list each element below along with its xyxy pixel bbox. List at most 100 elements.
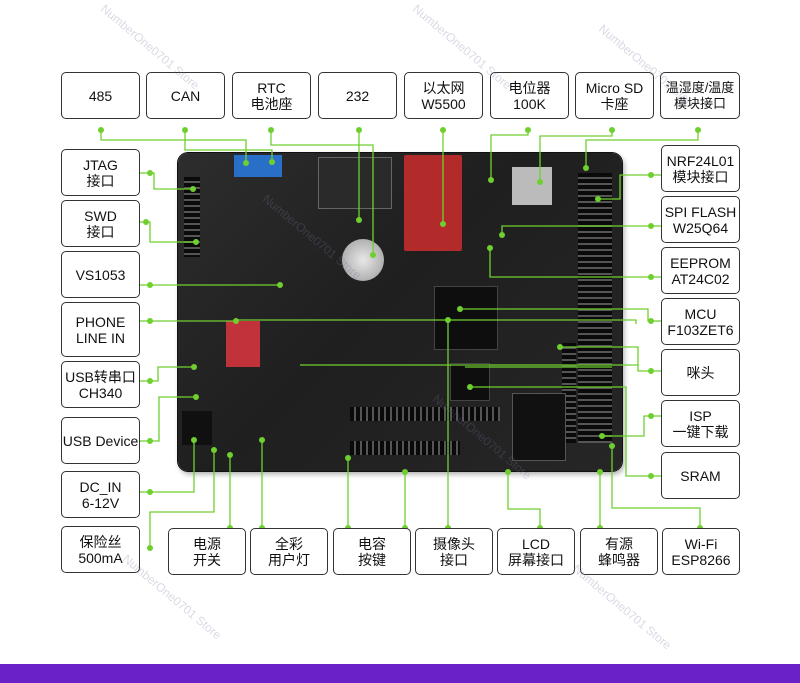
label-spi-flash-line2: W25Q64: [672, 219, 729, 236]
lcd-header: [350, 441, 460, 455]
label-wifi-line2: ESP8266: [671, 551, 731, 568]
label-camera: 摄像头 接口: [415, 528, 493, 575]
label-buzzer: 有源 蜂鸣器: [580, 528, 658, 575]
label-mcu-line1: MCU: [684, 305, 717, 322]
label-eeprom: EEPROM AT24C02: [661, 247, 740, 294]
label-dc-in-line2: 6-12V: [81, 494, 120, 511]
label-mcu-line2: F103ZET6: [667, 321, 734, 338]
label-camera-line1: 摄像头: [433, 535, 475, 552]
label-power-switch-line1: 电源: [193, 535, 221, 552]
label-485-line1: 485: [88, 87, 113, 104]
label-dc-in: DC_IN 6-12V: [61, 471, 140, 518]
pcb-board: [178, 153, 622, 471]
label-potentiometer-line1: 电位器: [508, 79, 551, 96]
label-phone-line-in-line1: PHONE: [75, 313, 126, 330]
label-ethernet-line1: 以太网: [422, 79, 465, 96]
label-fuse: 保险丝 500mA: [61, 526, 140, 573]
usb-serial-chip: [226, 321, 260, 367]
label-microsd-line2: 卡座: [600, 95, 629, 112]
label-buzzer-line2: 蜂鸣器: [598, 551, 640, 568]
label-usb-serial: USB转串口 CH340: [61, 361, 140, 408]
label-rtc-line1: RTC: [257, 79, 286, 96]
label-rgb-led: 全彩 用户灯: [250, 528, 328, 575]
bottom-accent-bar: [0, 664, 800, 683]
label-swd-line2: 接口: [86, 223, 115, 240]
label-dc-in-line1: DC_IN: [79, 478, 122, 495]
label-jtag-line1: JTAG: [83, 156, 118, 173]
label-swd-line1: SWD: [84, 207, 117, 224]
label-potentiometer: 电位器 100K: [490, 72, 569, 119]
label-power-switch: 电源 开关: [168, 528, 246, 575]
label-232: 232: [318, 72, 397, 119]
label-cap-button-line2: 按键: [358, 551, 386, 568]
label-eeprom-line1: EEPROM: [670, 254, 731, 271]
label-ethernet-line2: W5500: [421, 95, 466, 112]
label-mcu: MCU F103ZET6: [661, 298, 740, 345]
dc-jack: [182, 411, 212, 445]
label-jtag: JTAG 接口: [61, 149, 140, 196]
label-camera-line2: 接口: [440, 551, 468, 568]
label-jtag-line2: 接口: [86, 172, 115, 189]
label-isp-line1: ISP: [689, 407, 712, 424]
label-fuse-line1: 保险丝: [79, 533, 122, 550]
label-can-line1: CAN: [170, 87, 201, 104]
label-nrf24l01-line2: 模块接口: [672, 168, 729, 185]
jtag-header: [184, 177, 200, 257]
camera-header: [350, 407, 500, 421]
label-wifi: Wi-Fi ESP8266: [662, 528, 740, 575]
label-spi-flash: SPI FLASH W25Q64: [661, 196, 740, 243]
label-spi-flash-line1: SPI FLASH: [664, 203, 737, 220]
label-fuse-line2: 500mA: [78, 549, 123, 566]
label-wifi-line1: Wi-Fi: [684, 535, 718, 552]
label-vs1053: VS1053: [61, 251, 140, 298]
microsd-slot: [512, 167, 552, 205]
watermark-7: NumberOne0701 Store: [570, 561, 675, 653]
label-phone-line-in: PHONE LINE IN: [61, 302, 140, 357]
label-485: 485: [61, 72, 140, 119]
label-swd: SWD 接口: [61, 200, 140, 247]
label-potentiometer-line2: 100K: [513, 95, 546, 112]
label-phone-line-in-line2: LINE IN: [75, 329, 125, 346]
label-microsd-line1: Micro SD: [585, 79, 644, 96]
label-usb-serial-line1: USB转串口: [65, 368, 136, 385]
label-lcd-line2: 屏幕接口: [508, 551, 564, 568]
label-eeprom-line2: AT24C02: [671, 270, 730, 287]
label-232-line1: 232: [345, 87, 370, 104]
label-usb-device: USB Device: [61, 417, 140, 464]
label-nrf24l01: NRF24L01 模块接口: [661, 145, 740, 192]
label-rtc-line2: 电池座: [250, 95, 293, 112]
label-microphone-line1: 咪头: [686, 364, 715, 381]
label-usb-serial-line2: CH340: [78, 384, 123, 401]
terminal-block: [234, 155, 282, 177]
label-rtc: RTC 电池座: [232, 72, 311, 119]
label-temp-humidity-line2: 模块接口: [673, 95, 726, 111]
label-buzzer-line1: 有源: [605, 535, 633, 552]
label-temp-humidity-line1: 温湿度/温度: [665, 79, 735, 95]
label-rgb-led-line1: 全彩: [275, 535, 303, 552]
label-rgb-led-line2: 用户灯: [268, 551, 310, 568]
label-sram-line1: SRAM: [680, 467, 721, 484]
label-lcd-line1: LCD: [521, 535, 550, 552]
label-vs1053-line1: VS1053: [75, 266, 126, 283]
label-sram: SRAM: [661, 452, 740, 499]
right-gpio-header: [578, 173, 612, 443]
db9-connector: [318, 157, 392, 209]
label-lcd: LCD 屏幕接口: [497, 528, 575, 575]
label-nrf24l01-line1: NRF24L01: [666, 152, 735, 169]
label-cap-button: 电容 按键: [333, 528, 411, 575]
label-isp-line2: 一键下载: [672, 423, 729, 440]
label-power-switch-line2: 开关: [193, 551, 221, 568]
label-temp-humidity: 温湿度/温度 模块接口: [660, 72, 740, 119]
mcu-chip: [434, 286, 498, 350]
label-can: CAN: [146, 72, 225, 119]
label-isp: ISP 一键下载: [661, 400, 740, 447]
wifi-module: [512, 393, 566, 461]
label-microphone: 咪头: [661, 349, 740, 396]
label-ethernet: 以太网 W5500: [404, 72, 483, 119]
label-microsd: Micro SD 卡座: [575, 72, 654, 119]
label-usb-device-line1: USB Device: [62, 432, 139, 449]
sram-chip: [450, 363, 490, 401]
label-cap-button-line1: 电容: [358, 535, 386, 552]
ethernet-jack: [404, 155, 462, 251]
